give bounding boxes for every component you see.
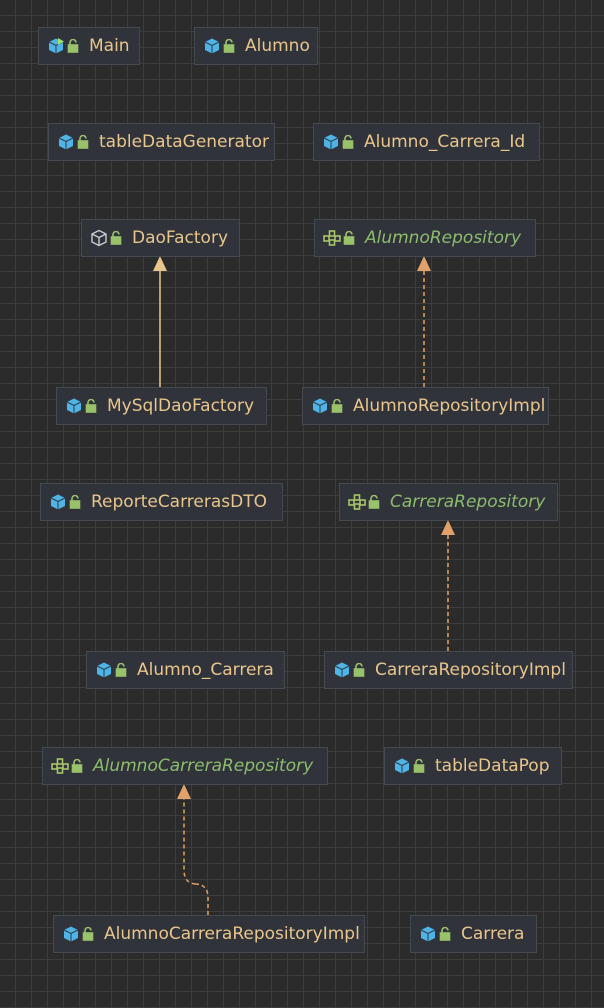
lock-icon bbox=[413, 758, 425, 774]
edge-arrowhead bbox=[177, 784, 191, 799]
lock-icon bbox=[77, 134, 89, 150]
lock-icon bbox=[82, 926, 94, 942]
node-label: tableDataPop bbox=[435, 756, 550, 776]
node-label: CarreraRepository bbox=[390, 492, 546, 512]
edge-arrowhead bbox=[417, 256, 431, 271]
class-icon bbox=[419, 925, 437, 943]
interface-icon bbox=[348, 493, 366, 511]
lock-icon bbox=[353, 662, 365, 678]
node-my-sql-dao-factory[interactable]: MySqlDaoFactory bbox=[56, 387, 267, 425]
interface-icon bbox=[323, 229, 341, 247]
node-alumno-repository-impl[interactable]: AlumnoRepositoryImpl bbox=[302, 387, 549, 425]
node-label: ReporteCarrerasDTO bbox=[91, 492, 267, 512]
class-icon bbox=[57, 133, 75, 151]
node-dao-factory[interactable]: DaoFactory bbox=[81, 219, 240, 257]
node-table-data-pop[interactable]: tableDataPop bbox=[384, 747, 562, 785]
lock-icon bbox=[368, 494, 380, 510]
node-alumno-carrera[interactable]: Alumno_Carrera bbox=[86, 651, 285, 689]
node-label: AlumnoRepository bbox=[365, 228, 522, 248]
node-carrera-repository-impl[interactable]: CarreraRepositoryImpl bbox=[324, 651, 573, 689]
lock-icon bbox=[342, 134, 354, 150]
class-icon bbox=[393, 757, 411, 775]
lock-icon bbox=[439, 926, 451, 942]
node-label: Alumno bbox=[245, 36, 310, 56]
node-label: Main bbox=[89, 36, 130, 56]
edge-arrowhead bbox=[441, 520, 455, 535]
abstract-class-icon bbox=[90, 229, 108, 247]
node-main[interactable]: Main bbox=[38, 27, 140, 65]
node-label: MySqlDaoFactory bbox=[107, 396, 255, 416]
node-alumno-carrera-id[interactable]: Alumno_Carrera_Id bbox=[313, 123, 540, 161]
node-table-data-generator[interactable]: tableDataGenerator bbox=[48, 123, 275, 161]
interface-icon bbox=[51, 757, 69, 775]
node-label: Alumno_Carrera_Id bbox=[364, 132, 526, 152]
class-icon bbox=[65, 397, 83, 415]
lock-icon bbox=[331, 398, 343, 414]
lock-icon bbox=[67, 38, 79, 54]
node-label: tableDataGenerator bbox=[99, 132, 269, 152]
node-alumno-carrera-repository-impl[interactable]: AlumnoCarreraRepositoryImpl bbox=[53, 915, 365, 953]
node-label: AlumnoCarreraRepositoryImpl bbox=[104, 924, 360, 944]
node-alumno-repository[interactable]: AlumnoRepository bbox=[314, 219, 536, 257]
class-icon bbox=[62, 925, 80, 943]
node-carrera[interactable]: Carrera bbox=[410, 915, 537, 953]
node-label: Alumno_Carrera bbox=[137, 660, 274, 680]
edge-implements bbox=[183, 799, 209, 915]
node-label: CarreraRepositoryImpl bbox=[375, 660, 566, 680]
lock-icon bbox=[69, 494, 81, 510]
node-carrera-repository[interactable]: CarreraRepository bbox=[339, 483, 558, 521]
class-icon bbox=[203, 37, 221, 55]
lock-icon bbox=[71, 758, 83, 774]
lock-icon bbox=[110, 230, 122, 246]
class-icon bbox=[95, 661, 113, 679]
node-reporte-carreras-dto[interactable]: ReporteCarrerasDTO bbox=[40, 483, 283, 521]
class-icon bbox=[49, 493, 67, 511]
lock-icon bbox=[343, 230, 355, 246]
node-label: AlumnoRepositoryImpl bbox=[353, 396, 546, 416]
node-label: AlumnoCarreraRepository bbox=[93, 756, 314, 776]
node-label: Carrera bbox=[461, 924, 525, 944]
lock-icon bbox=[223, 38, 235, 54]
node-alumno-carrera-repository[interactable]: AlumnoCarreraRepository bbox=[42, 747, 328, 785]
class-icon bbox=[311, 397, 329, 415]
class-icon bbox=[333, 661, 351, 679]
lock-icon bbox=[85, 398, 97, 414]
main-class-icon bbox=[47, 37, 65, 55]
edge-arrowhead bbox=[153, 256, 167, 271]
node-alumno[interactable]: Alumno bbox=[194, 27, 318, 65]
lock-icon bbox=[115, 662, 127, 678]
node-label: DaoFactory bbox=[132, 228, 229, 248]
class-icon bbox=[322, 133, 340, 151]
